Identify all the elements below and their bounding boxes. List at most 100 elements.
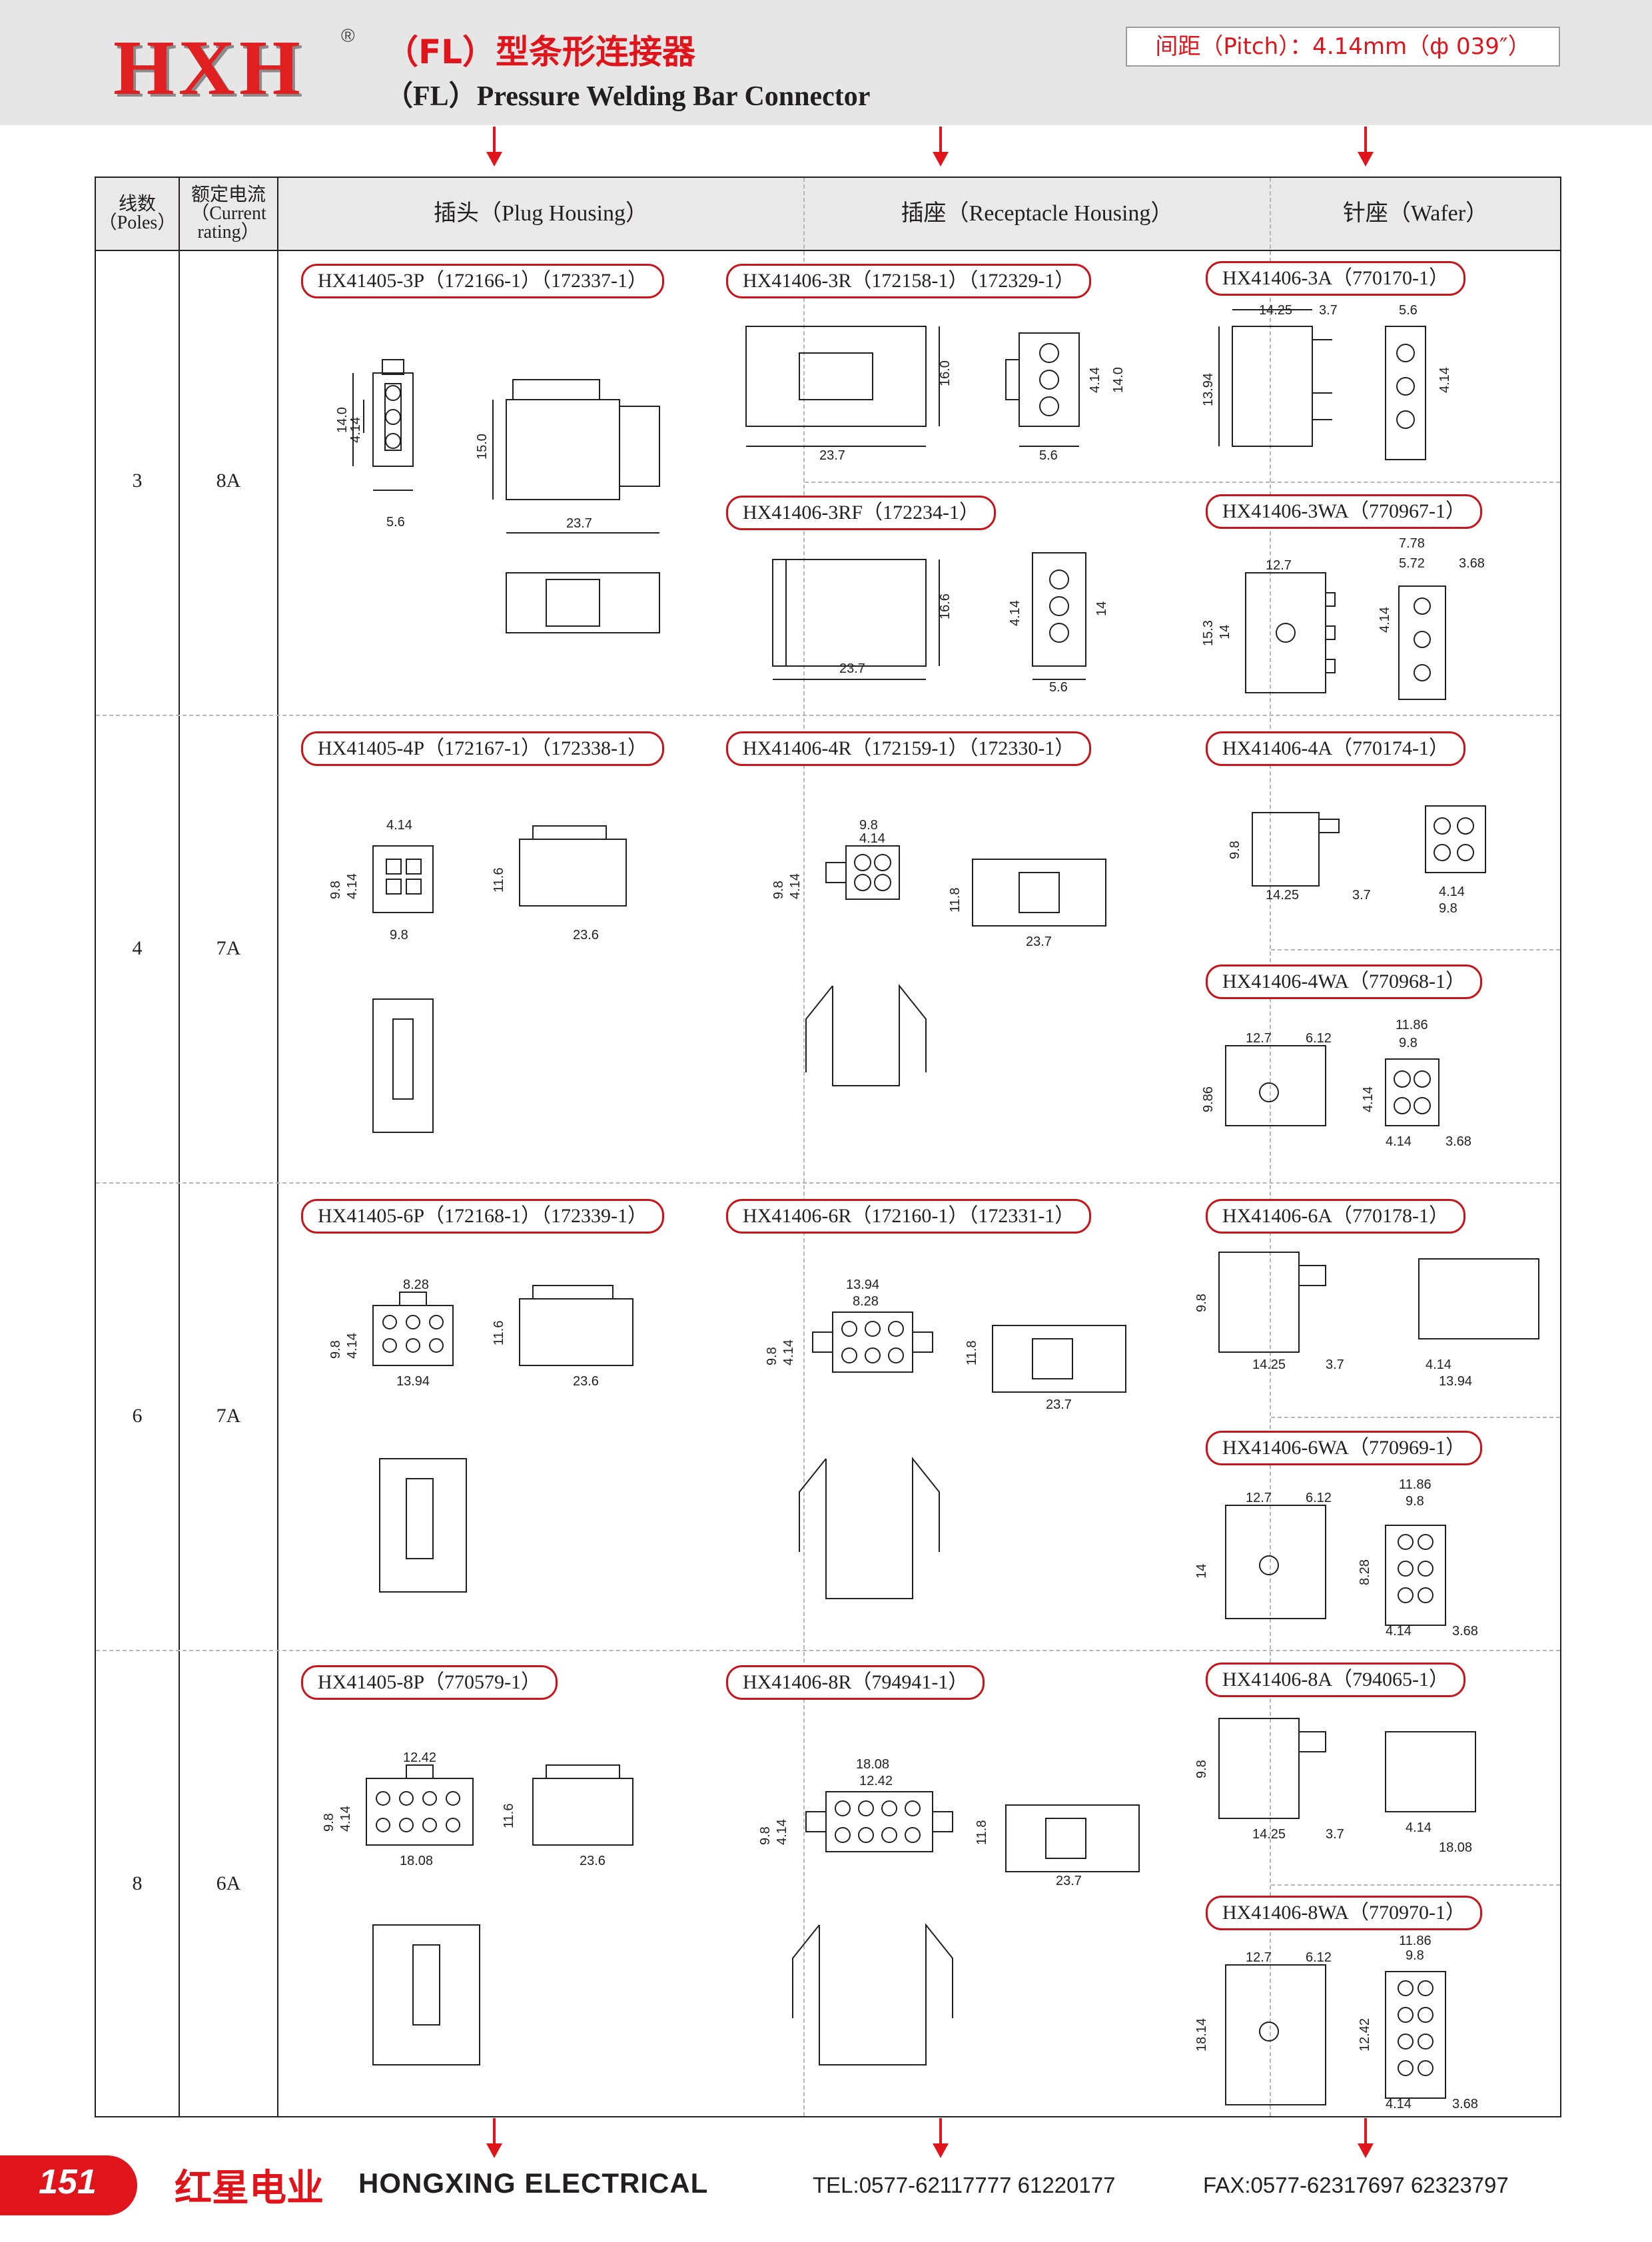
fax: FAX:0577-62317697 62323797 <box>1203 2173 1509 2197</box>
dimension-label: 18.08 <box>400 1854 433 1868</box>
dimension-label: 3.7 <box>1326 1357 1344 1372</box>
dimension-label: 9.8 <box>1228 841 1242 859</box>
dimension-label: 9.8 <box>765 1347 779 1365</box>
dimension-label: 4.14 <box>859 831 885 846</box>
dimension-label: 13.94 <box>1439 1374 1472 1389</box>
plug-drawing-3p: 14.0 4.14 5.6 15.0 23.7 <box>335 359 660 633</box>
brand-logo: HXH <box>113 24 304 111</box>
column-divider <box>179 178 180 2116</box>
dimension-label: 9.8 <box>1399 1036 1418 1050</box>
dimension-label: 6.12 <box>1306 1491 1332 1505</box>
dimension-label: 11.86 <box>1399 1477 1432 1492</box>
receptacle-drawing-6r: 13.94 8.28 9.8 4.14 11.8 23.7 <box>765 1278 1126 1599</box>
dimension-label: 4.14 <box>345 1333 360 1359</box>
part-label-wafer: HX41406-3WA（770967-1） <box>1206 494 1482 529</box>
company-name-cn: 红星电业 <box>175 2167 324 2210</box>
dimension-label: 12.42 <box>403 1750 436 1765</box>
dimension-label: 3.68 <box>1452 1624 1478 1639</box>
dimension-label: 11.6 <box>492 1321 506 1345</box>
dimension-label: 12.42 <box>1358 2018 1372 2052</box>
dimension-label: 12.7 <box>1246 1491 1272 1505</box>
part-label-wafer: HX41406-4WA（770968-1） <box>1206 964 1482 999</box>
part-label-wafer: HX41406-8WA（770970-1） <box>1206 1896 1482 1930</box>
wafer-drawing-6a: 9.8 14.25 3.7 4.14 13.94 <box>1194 1252 1539 1389</box>
dimension-label: 23.6 <box>573 1374 599 1389</box>
part-label-receptacle: HX41406-3R（172158-1）（172329-1） <box>726 264 1092 298</box>
dimension-label: 14.0 <box>1111 367 1126 393</box>
wafer-drawing-6wa: 12.7 6.12 11.86 9.8 14 8.28 4.14 3.68 <box>1194 1477 1478 1639</box>
cell-divider <box>1271 1417 1560 1418</box>
poles-value: 6 <box>132 1405 143 1427</box>
dimension-label: 9.8 <box>859 818 878 833</box>
plug-drawing-4p: 4.14 9.8 4.14 9.8 11.6 23.6 <box>328 818 627 1133</box>
dimension-label: 13.94 <box>1201 373 1216 406</box>
dimension-label: 18.08 <box>856 1757 889 1772</box>
row-divider <box>96 715 1560 716</box>
dimension-label: 3.7 <box>1326 1827 1344 1842</box>
dimension-label: 8.28 <box>853 1294 879 1309</box>
dimension-label: 14 <box>1094 601 1109 616</box>
dimension-label: 14.25 <box>1259 303 1292 318</box>
plug-drawing-6p: 8.28 9.8 4.14 13.94 11.6 23.6 <box>328 1278 633 1593</box>
dimension-label: 23.7 <box>819 448 845 463</box>
current-value: 7A <box>216 1405 241 1427</box>
dimension-label: 4.14 <box>386 818 412 833</box>
dimension-label: 4.14 <box>1386 1134 1412 1149</box>
dimension-label: 5.72 <box>1399 556 1425 571</box>
dimension-label: 9.8 <box>328 881 343 899</box>
dimension-label: 12.7 <box>1266 558 1292 573</box>
current-value: 6A <box>216 1872 241 1894</box>
dimension-label: 14.25 <box>1266 888 1299 903</box>
header-wafer: 针座（Wafer） <box>1342 201 1489 226</box>
part-label-receptacle: HX41406-3RF（172234-1） <box>726 496 997 530</box>
wafer-drawing-3a: 14.25 3.7 5.6 13.94 4.14 <box>1201 303 1452 460</box>
pitch-badge: 间距（Pitch）：4.14mm（ф 039″） <box>1126 27 1560 67</box>
wafer-drawing-4wa: 12.7 6.12 11.86 9.8 9.86 4.14 4.14 3.68 <box>1201 1018 1471 1149</box>
dimension-label: 14.0 <box>335 407 350 433</box>
dimension-label: 9.8 <box>328 1340 343 1359</box>
part-label-plug: HX41405-8P（770579-1） <box>301 1665 558 1700</box>
dimension-label: 5.6 <box>1049 680 1068 695</box>
dimension-label: 18.08 <box>1439 1840 1472 1855</box>
dimension-label: 5.6 <box>386 515 405 530</box>
dimension-label: 3.7 <box>1319 303 1338 318</box>
dimension-label: 9.8 <box>1406 1948 1424 1963</box>
poles-value: 3 <box>132 470 143 492</box>
wafer-drawing-8a: 9.8 14.25 3.7 4.14 18.08 <box>1194 1718 1476 1855</box>
row-divider <box>96 1650 1560 1651</box>
dimension-label: 23.7 <box>1056 1874 1082 1888</box>
dimension-label: 4.14 <box>1088 367 1102 393</box>
part-label-receptacle: HX41406-8R（794941-1） <box>726 1665 985 1700</box>
receptacle-drawing-3rf: 16.6 23.7 4.14 14 5.6 <box>772 552 1109 695</box>
dimension-label: 15.0 <box>475 434 490 460</box>
dimension-label: 4.14 <box>775 1819 789 1845</box>
dimension-label: 11.86 <box>1399 1934 1432 1948</box>
row-divider <box>96 1182 1560 1184</box>
column-divider <box>1270 178 1272 2116</box>
dimension-label: 13.94 <box>846 1278 879 1292</box>
dimension-label: 14.25 <box>1252 1357 1286 1372</box>
dimension-label: 4.14 <box>338 1806 353 1832</box>
page-number-tab <box>0 2155 137 2215</box>
dimension-label: 4.14 <box>781 1339 796 1365</box>
dimension-label: 5.6 <box>1039 448 1058 463</box>
wafer-drawing-8wa: 12.7 6.12 11.86 9.8 18.14 12.42 4.14 3.6… <box>1194 1934 1478 2111</box>
dimension-label: 9.86 <box>1201 1086 1216 1112</box>
dimension-label: 9.8 <box>390 928 408 942</box>
part-label-wafer: HX41406-6WA（770969-1） <box>1206 1431 1482 1465</box>
dimension-label: 8.28 <box>1358 1559 1372 1585</box>
poles-value: 8 <box>132 1872 143 1894</box>
cell-divider <box>1271 1884 1560 1886</box>
part-label-receptacle: HX41406-4R（172159-1）（172330-1） <box>726 731 1092 766</box>
page-number: 151 <box>39 2163 97 2201</box>
page-title-en: （FL）Pressure Welding Bar Connector <box>385 81 871 112</box>
dimension-label: 11.6 <box>492 868 506 893</box>
dimension-label: 4.14 <box>1386 2097 1412 2111</box>
dimension-label: 4.14 <box>788 873 803 899</box>
part-label-plug: HX41405-3P（172166-1）（172337-1） <box>301 264 664 298</box>
dimension-label: 9.8 <box>1406 1494 1424 1509</box>
dimension-label: 6.12 <box>1306 1031 1332 1046</box>
dimension-label: 18.14 <box>1194 2018 1209 2052</box>
dimension-label: 16.6 <box>938 593 953 619</box>
poles-value: 4 <box>132 937 143 959</box>
